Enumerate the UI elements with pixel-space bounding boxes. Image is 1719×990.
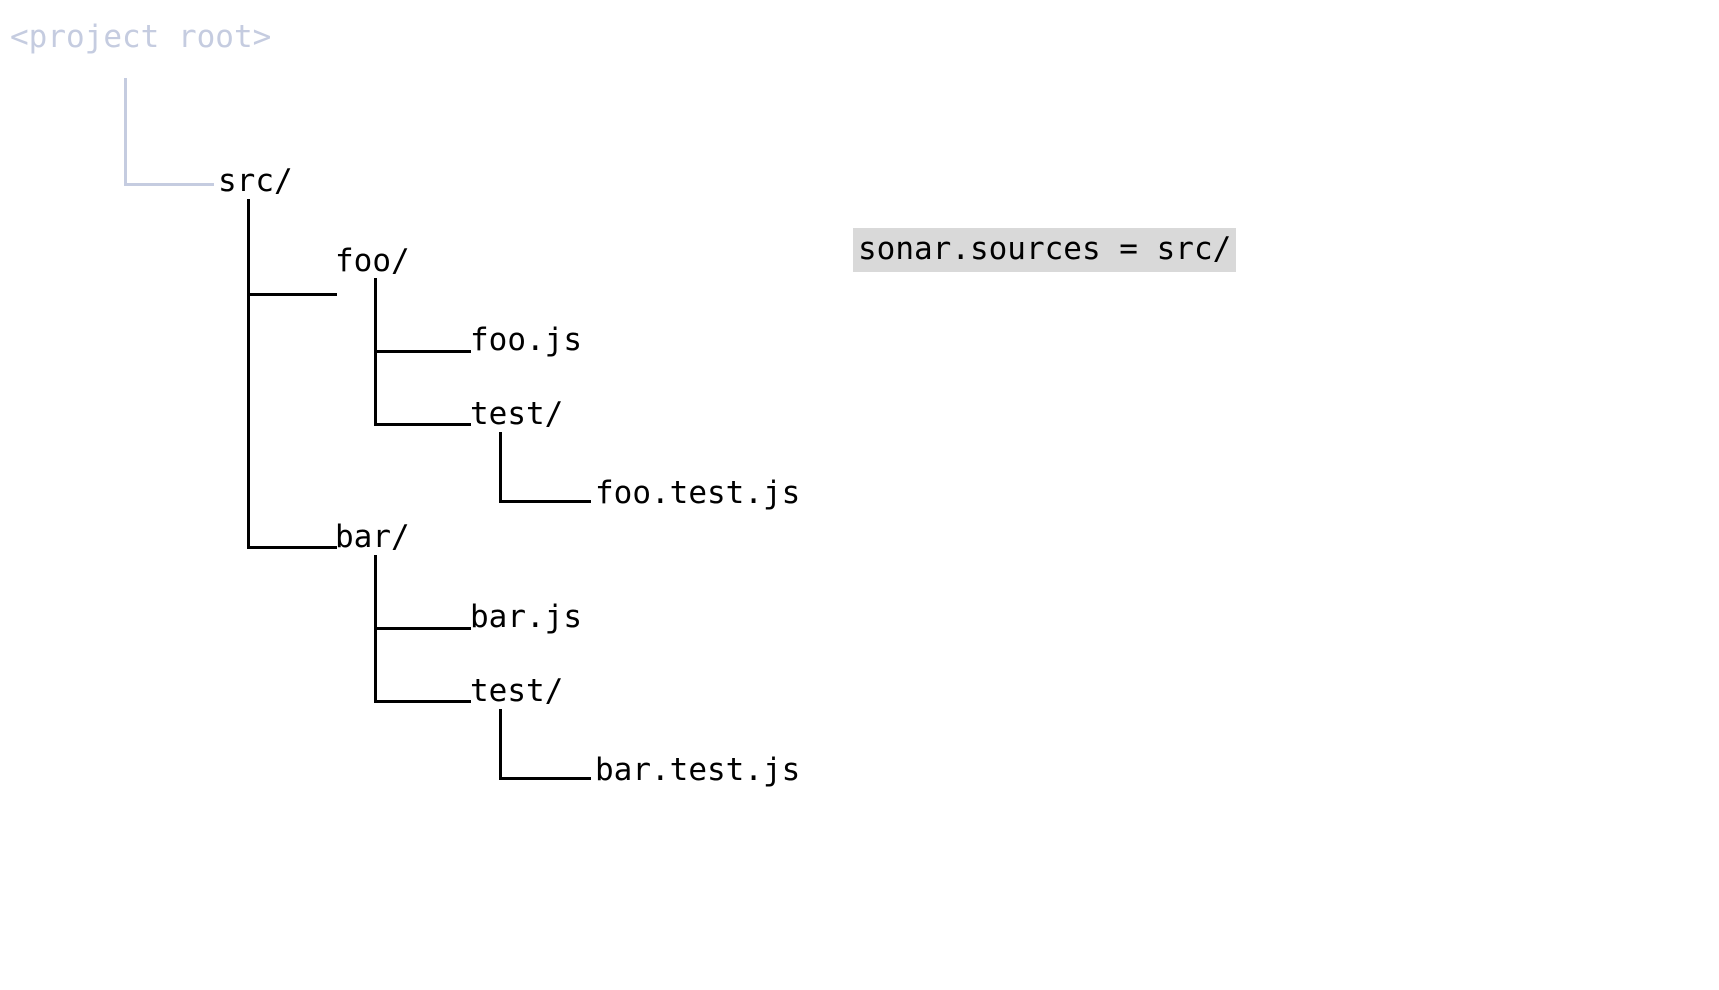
tree-connector-root-vertical xyxy=(124,78,127,186)
tree-node-bar-js: bar.js xyxy=(470,599,582,635)
tree-node-project-root: <project root> xyxy=(10,19,272,55)
tree-connector-bar-test-branch xyxy=(374,700,471,703)
tree-connector-foo-test-trunk xyxy=(499,432,502,503)
tree-node-foo-test-js: foo.test.js xyxy=(595,475,801,511)
tree-connector-foo-js-branch xyxy=(374,350,471,353)
tree-connector-bar-test-js-branch xyxy=(499,777,591,780)
sonar-sources-code-badge: sonar.sources = src/ xyxy=(853,228,1237,272)
tree-connector-root-elbow xyxy=(124,183,214,186)
tree-connector-bar-js-branch xyxy=(374,627,471,630)
tree-node-foo-dir: foo/ xyxy=(335,243,410,279)
tree-node-foo-test-dir: test/ xyxy=(470,396,564,432)
tree-node-bar-test-dir: test/ xyxy=(470,673,564,709)
tree-node-bar-dir: bar/ xyxy=(335,519,410,555)
tree-connector-bar-test-trunk xyxy=(499,709,502,780)
tree-node-foo-js: foo.js xyxy=(470,322,582,358)
tree-connector-bar-branch xyxy=(247,546,337,549)
tree-node-bar-test-js: bar.test.js xyxy=(595,752,801,788)
tree-connector-foo-test-branch xyxy=(374,423,471,426)
tree-connector-foo-branch xyxy=(247,293,337,296)
tree-node-src: src/ xyxy=(218,163,293,199)
tree-connector-foo-test-js-branch xyxy=(499,500,591,503)
tree-connector-src-trunk xyxy=(247,199,250,546)
